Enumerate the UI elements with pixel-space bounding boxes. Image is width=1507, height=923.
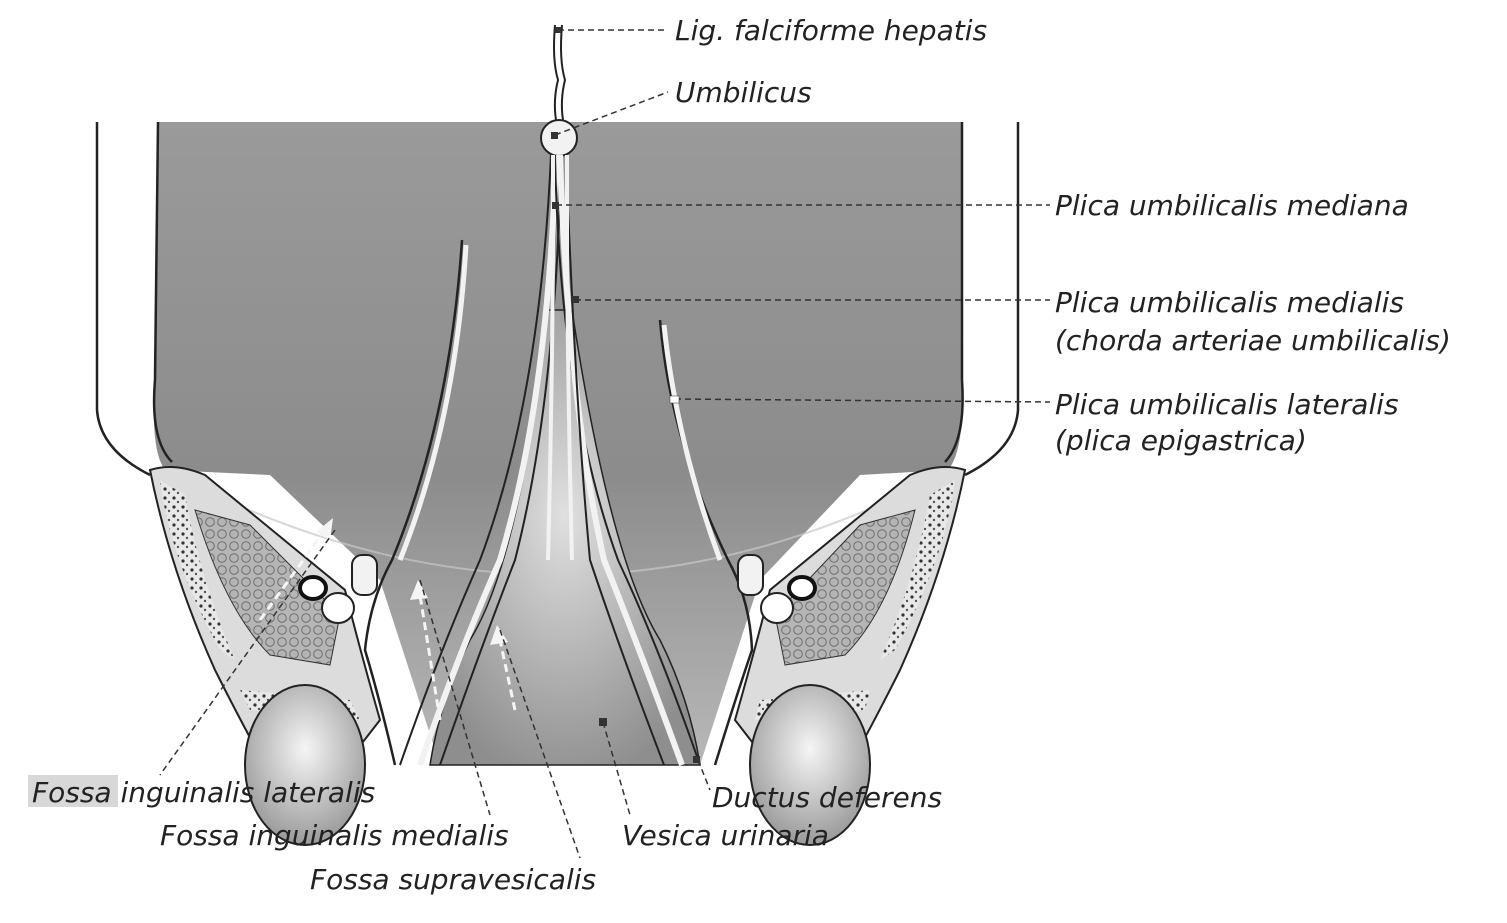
labels: Lig. falciforme hepatis Umbilicus Plica … xyxy=(32,14,1451,896)
label-fossa-inguinalis-lateralis: Fossa inguinalis lateralis xyxy=(32,776,375,809)
label-plica-medialis: Plica umbilicalis medialis xyxy=(1055,286,1404,319)
label-ductus-deferens: Ductus deferens xyxy=(712,781,942,814)
label-lig-falciforme: Lig. falciforme hepatis xyxy=(675,14,987,47)
umbilical-folds xyxy=(399,154,701,767)
lig-falciforme-structure xyxy=(540,24,578,157)
leader-lines xyxy=(159,27,1051,859)
label-umbilicus: Umbilicus xyxy=(675,76,812,109)
label-plica-lateralis: Plica umbilicalis lateralis xyxy=(1055,388,1399,421)
label-vesica-urinaria: Vesica urinaria xyxy=(622,819,829,852)
label-highlight xyxy=(28,775,118,807)
label-plica-lateralis-sub: (plica epigastrica) xyxy=(1055,424,1307,457)
lateral-folds xyxy=(351,239,764,766)
label-plica-mediana: Plica umbilicalis mediana xyxy=(1055,189,1409,222)
label-fossa-inguinalis-medialis: Fossa inguinalis medialis xyxy=(160,819,509,852)
right-pelvic-section xyxy=(733,465,967,846)
label-plica-medialis-sub: (chorda arteriae umbilicalis) xyxy=(1055,324,1451,357)
label-fossa-supravesicalis: Fossa supravesicalis xyxy=(310,863,596,896)
left-pelvic-section xyxy=(148,465,382,846)
